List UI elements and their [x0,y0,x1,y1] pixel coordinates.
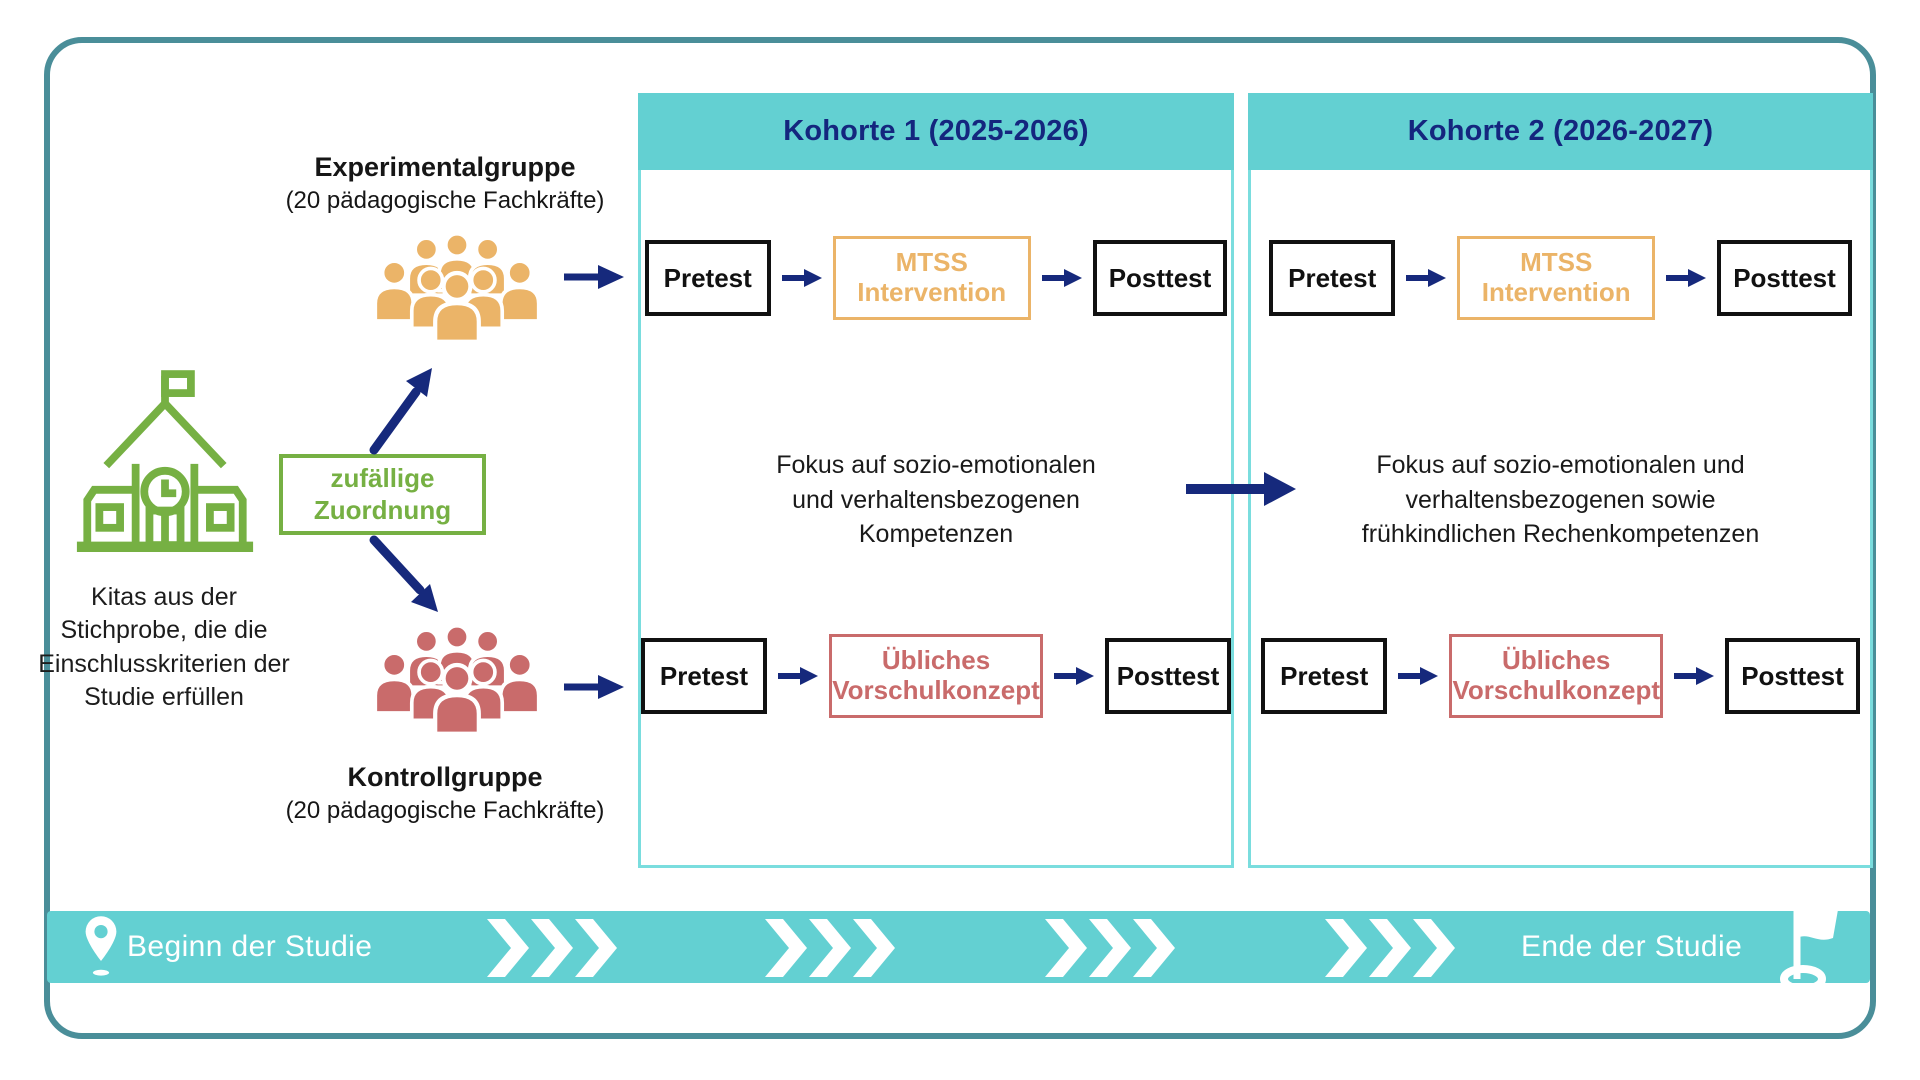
pretest-label: Pretest [663,262,752,293]
triple-chevron-icon [1045,919,1175,977]
pretest-label: Pretest [659,660,749,691]
arrow-right-icon [1406,269,1447,287]
cohort-2-panel: Kohorte 2 (2026-2027) Pretest MTSS Inter… [1248,93,1873,868]
pretest-label: Pretest [1280,660,1369,691]
triple-chevron-icon [1325,919,1455,977]
posttest-label: Posttest [1733,262,1836,293]
cohort-1-title: Kohorte 1 (2025-2026) [783,115,1089,147]
mtss-intervention-box: MTSS Intervention [1457,236,1656,320]
finish-flag-icon [1780,904,1839,993]
arrow-right-icon [1398,667,1439,685]
usual-concept-label: Übliches Vorschulkonzept [1452,645,1660,705]
arrow-right-icon [1666,269,1707,287]
flow-arrow-control [564,675,624,699]
flow-arrow-experimental [564,265,624,289]
cohort-2-control-row: Pretest Übliches Vorschulkonzept Posttes… [1251,634,1870,718]
cohort-1-panel: Kohorte 1 (2025-2026) Pretest MTSS Inter… [638,93,1234,868]
triple-chevron-icon [765,919,895,977]
arrow-right-icon [781,269,822,287]
timeline-end-label: Ende der Studie [1521,930,1743,963]
arrow-right-icon [778,667,818,685]
pretest-box: Pretest [644,240,771,316]
experimental-group-name: Experimentalgruppe [314,152,576,182]
mtss-intervention-label: MTSS Intervention [1481,247,1631,307]
cohort-2-focus-text: Fokus auf sozio-emotionalen und verhalte… [1361,451,1760,548]
cohort-transition-arrow [1186,472,1296,506]
cohort-1-focus-text: Fokus auf sozio-emotionalen und verhalte… [776,451,1096,548]
control-group-detail: (20 pädagogische Fachkräfte) [285,797,605,824]
control-group-name: Kontrollgruppe [347,762,543,792]
school-building-icon [76,370,254,552]
location-pin-icon [85,916,117,976]
cohort-2-header: Kohorte 2 (2026-2027) [1248,93,1873,170]
posttest-label: Posttest [1108,262,1212,293]
pretest-box: Pretest [641,638,767,714]
posttest-box: Posttest [1092,240,1228,316]
timeline-start-label: Beginn der Studie [127,930,373,963]
posttest-label: Posttest [1116,660,1220,691]
cohort-1-intervention-row: Pretest MTSS Intervention Posttest [641,236,1231,320]
control-group-label: Kontrollgruppe (20 pädagogische Fachkräf… [265,762,625,825]
arrow-right-icon [1041,269,1082,287]
cohort-2-title: Kohorte 2 (2026-2027) [1407,115,1714,147]
posttest-box: Posttest [1725,638,1860,714]
source-note: Kitas aus der Stichprobe, die die Einsch… [38,583,290,711]
cohort-2-intervention-row: Pretest MTSS Intervention Posttest [1251,236,1870,320]
arrow-right-icon [1054,667,1094,685]
arrow-right-icon [1674,667,1715,685]
timeline-bar: Beginn der Studie [47,904,1870,993]
experimental-group-label: Experimentalgruppe (20 pädagogische Fach… [265,152,625,215]
pretest-label: Pretest [1288,262,1377,293]
pretest-box: Pretest [1269,240,1396,316]
usual-concept-box: Übliches Vorschulkonzept [829,634,1043,718]
cohort-1-header: Kohorte 1 (2025-2026) [638,93,1234,170]
people-group-icon [373,624,541,748]
randomization-box: zufällige Zuordnung [279,454,486,535]
triple-chevron-icon [487,919,617,977]
experimental-group-detail: (20 pädagogische Fachkräfte) [285,187,605,214]
usual-concept-box: Übliches Vorschulkonzept [1449,634,1664,718]
pretest-box: Pretest [1261,638,1388,714]
cohort-1-control-row: Pretest Übliches Vorschulkonzept Posttes… [641,634,1231,718]
randomization-arrows [369,368,438,612]
mtss-intervention-box: MTSS Intervention [832,236,1031,320]
usual-concept-label: Übliches Vorschulkonzept [832,645,1040,705]
posttest-box: Posttest [1105,638,1231,714]
posttest-label: Posttest [1741,660,1844,691]
outer-frame [44,37,1876,1039]
posttest-box: Posttest [1717,240,1852,316]
people-group-icon [373,232,541,356]
randomization-label: zufällige Zuordnung [313,463,452,525]
mtss-intervention-label: MTSS Intervention [857,247,1007,307]
